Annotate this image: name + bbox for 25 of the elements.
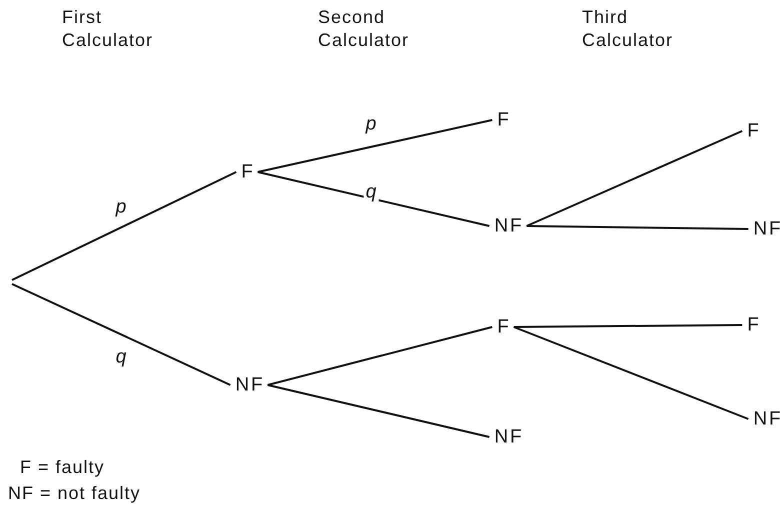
tree-branch [514,324,742,328]
node-label: F [745,314,761,336]
node-label: F [745,120,761,142]
node-label: NF [751,408,783,430]
key-text: NF = not faulty [8,482,141,505]
tree-branch [513,326,749,420]
tree-branch [258,171,490,227]
node-label: NF [233,374,265,396]
column-heading: First Calculator [62,6,154,52]
tree-branch [526,225,748,230]
node-label: NF [492,216,524,236]
column-heading: Third Calculator [582,6,674,52]
tree-branch [267,384,490,438]
tree-branch [258,119,492,173]
node-label: F [495,110,511,130]
node-label: NF [751,218,783,240]
key-text: F = faulty [20,456,105,479]
node-label: F [239,162,255,182]
tree-branch [267,326,492,386]
column-heading: Second Calculator [318,6,410,52]
tree-branch [526,130,743,227]
node-label: F [495,316,511,338]
tree-branch [12,171,237,281]
node-label: NF [492,426,524,448]
tree-branch [12,283,231,386]
